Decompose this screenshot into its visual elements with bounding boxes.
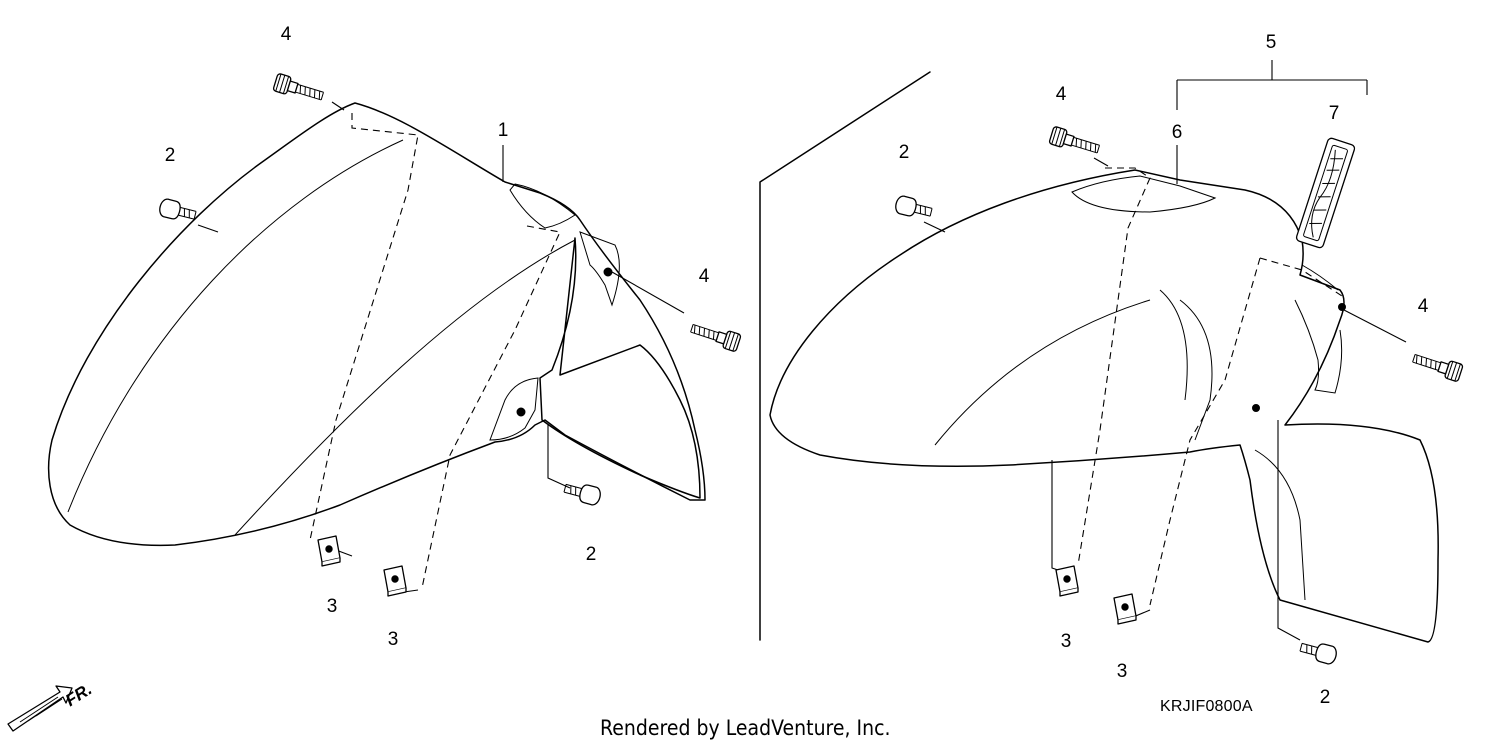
emblem-decal (1295, 137, 1356, 249)
diagram-divider (759, 71, 931, 641)
callout-3-right-clip-a: 3 (1060, 631, 1072, 652)
callout-2-left-side-screw: 2 (164, 145, 176, 166)
right-fender-assembly (769, 60, 1464, 666)
callout-3-left-clip-a: 3 (326, 596, 338, 617)
callout-3-left-clip-b: 3 (387, 629, 399, 650)
callout-2-left-lower-screw: 2 (585, 544, 597, 565)
right-fender-body (769, 169, 1439, 643)
front-direction-arrow (7, 685, 73, 732)
left-fender-assembly (47, 72, 742, 597)
callout-4-right-top-bolt: 4 (1055, 84, 1067, 105)
render-credit: Rendered by LeadVenture, Inc. (600, 716, 891, 740)
callout-4-left-top-bolt: 4 (280, 24, 292, 45)
callout-2-right-side-screw: 2 (898, 142, 910, 163)
left-rear-flap (539, 237, 701, 499)
callout-5-emblem-set: 5 (1265, 32, 1277, 53)
callout-4-right-rear-bolt: 4 (1417, 296, 1429, 317)
diagram-code: KRJIF0800A (1160, 698, 1253, 715)
left-fender-body (47, 102, 706, 547)
callout-2-right-lower-screw: 2 (1319, 687, 1331, 708)
callout-6-right-fender: 6 (1171, 122, 1183, 143)
callout-3-right-clip-b: 3 (1116, 661, 1128, 682)
callout-7-emblem: 7 (1328, 103, 1340, 124)
callout-1-left-fender: 1 (497, 120, 509, 141)
callout-4-left-rear-bolt: 4 (698, 266, 710, 287)
